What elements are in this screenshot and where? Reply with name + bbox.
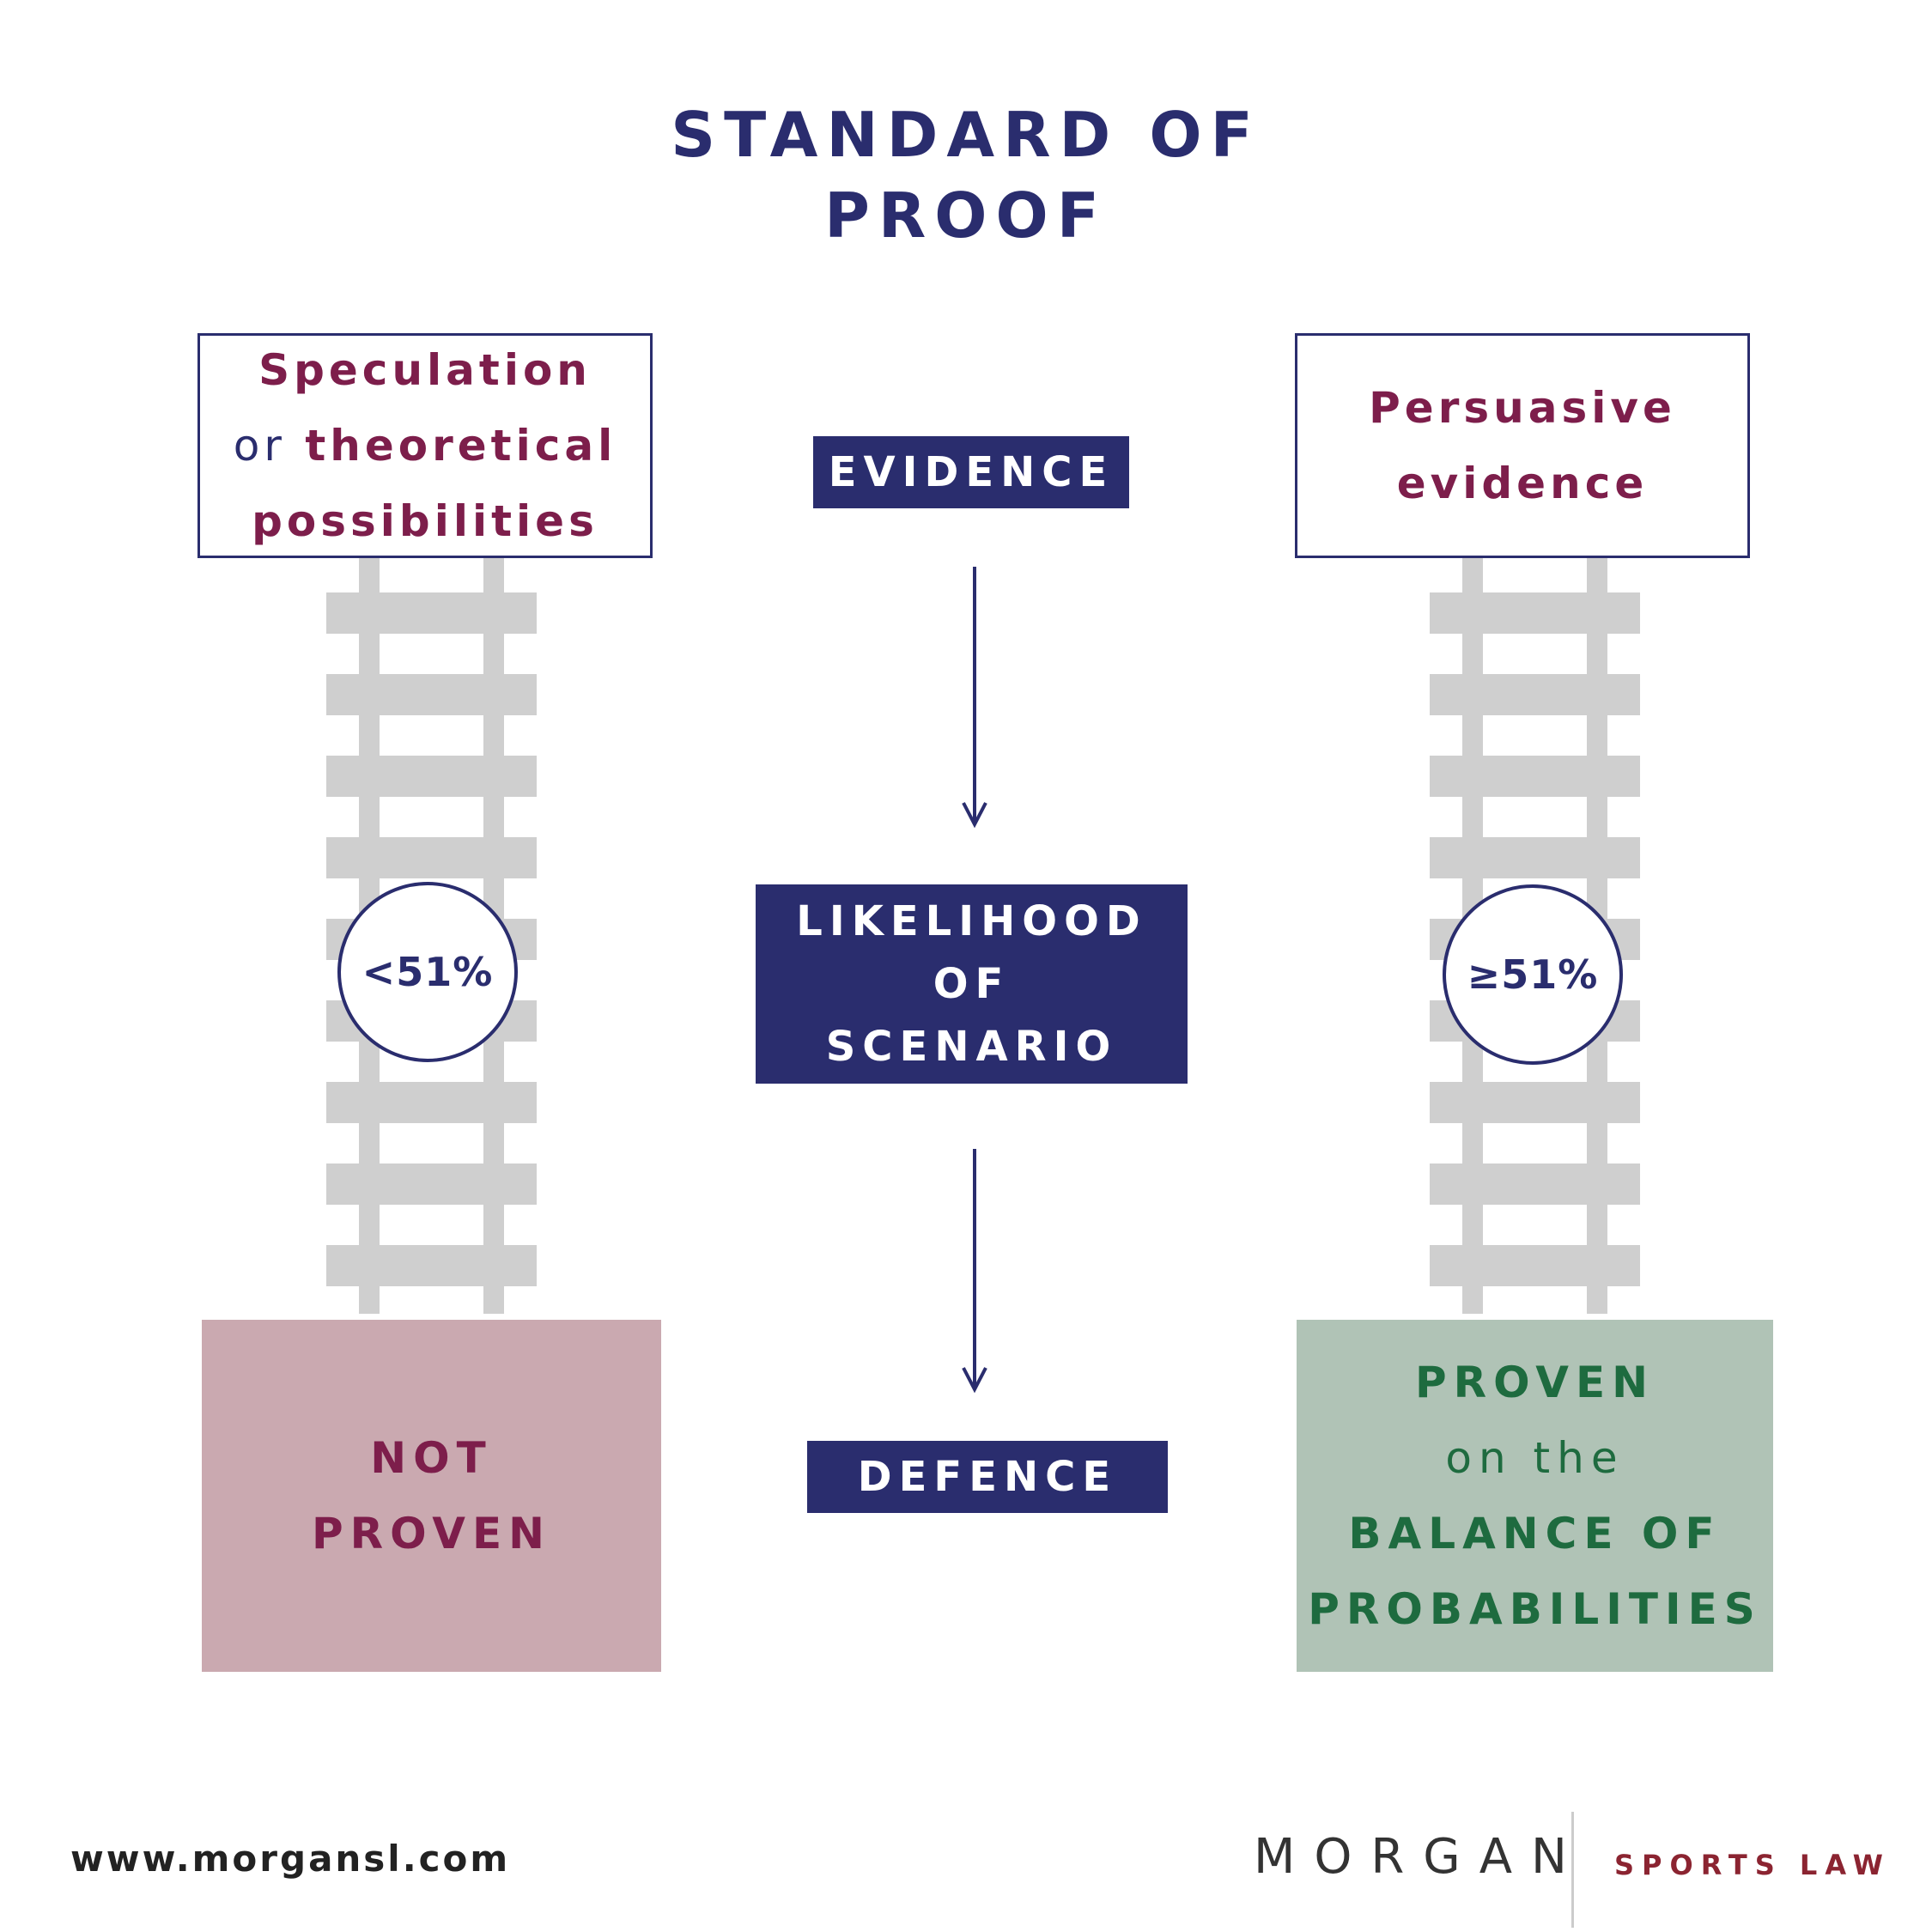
evidence-label: EVIDENCE [828,448,1115,496]
left-tie [326,1163,537,1205]
defence-box: DEFENCE [807,1441,1168,1513]
likelihood-line-1: LIKELIHOOD [796,896,1147,945]
morgan-logo-text: MORGAN [1254,1829,1586,1885]
speculation-theoretical: theoretical [305,421,617,471]
defence-label: DEFENCE [857,1453,1118,1501]
left-tie [326,1082,537,1123]
less-than-51-circle: <51% [337,882,518,1062]
less-than-51-label: <51% [361,949,494,995]
proven-line-4: PROBABILITIES [1308,1584,1762,1634]
persuasive-evidence-box: Persuasive evidence [1295,333,1750,558]
speculation-or: or [233,421,286,471]
left-tie [326,756,537,797]
speculation-line-2: or theoretical [234,408,617,483]
speculation-box: Speculation or theoretical possibilities [197,333,653,558]
diagram-title: STANDARD OF PROOF [0,94,1932,256]
sports-law-logo-text: SPORTS LAW [1614,1849,1891,1881]
evidence-box: EVIDENCE [813,436,1129,508]
right-tie [1430,674,1640,715]
title-line-1: STANDARD OF [671,99,1261,171]
proven-box: PROVEN on the BALANCE OF PROBABILITIES [1297,1320,1773,1672]
proven-line-1: PROVEN [1414,1358,1655,1407]
at-least-51-circle: ≥51% [1443,884,1623,1065]
likelihood-line-2: OF [933,959,1011,1008]
speculation-line-3: possibilities [252,496,598,546]
proven-line-3: BALANCE OF [1348,1509,1722,1558]
right-tie [1430,1082,1640,1123]
not-proven-line-2: PROVEN [311,1509,551,1558]
not-proven-line-1: NOT [370,1433,493,1483]
likelihood-line-3: SCENARIO [825,1022,1118,1071]
speculation-line-1: Speculation [258,345,592,395]
not-proven-box: NOT PROVEN [202,1320,661,1672]
likelihood-box: LIKELIHOOD OF SCENARIO [756,884,1188,1084]
proven-line-2: on the [1445,1433,1625,1483]
left-tie [326,592,537,634]
down-arrow-icon [962,1149,987,1394]
left-tie [326,1245,537,1286]
down-arrow-icon [962,567,987,829]
at-least-51-label: ≥51% [1467,951,1599,998]
website-url: www.morgansl.com [70,1838,511,1880]
right-tie [1430,756,1640,797]
right-tie [1430,592,1640,634]
persuasive-line-2: evidence [1396,459,1649,508]
right-tie [1430,1163,1640,1205]
logo-divider [1571,1812,1574,1928]
right-tie [1430,1245,1640,1286]
persuasive-line-1: Persuasive [1369,383,1676,433]
left-tie [326,674,537,715]
left-tie [326,837,537,878]
title-line-2: PROOF [824,179,1108,252]
right-tie [1430,837,1640,878]
